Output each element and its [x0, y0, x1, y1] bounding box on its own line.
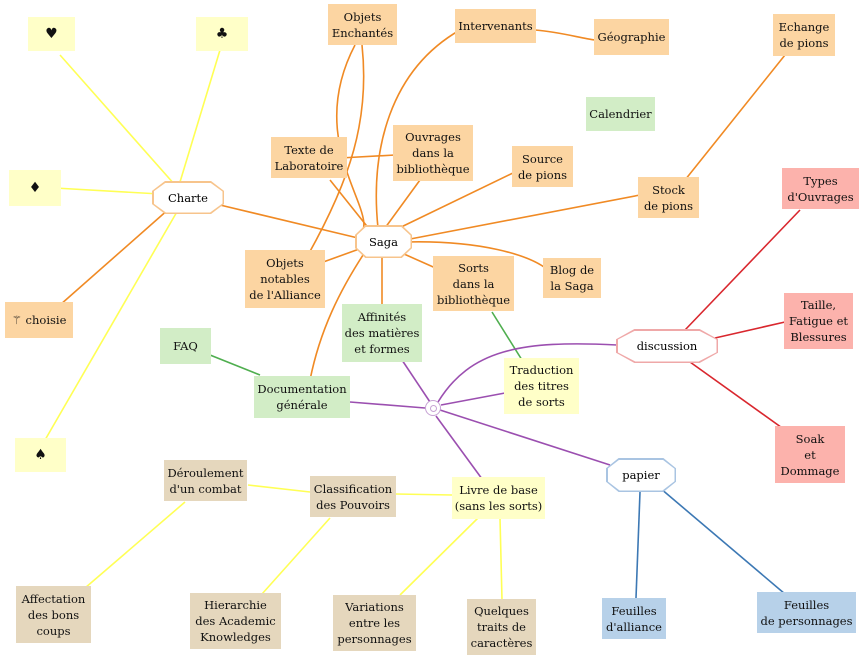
edge-saga-source — [394, 171, 516, 231]
edge-charte-spade — [44, 209, 179, 441]
blog-saga-node[interactable]: Blog de la Saga — [543, 258, 601, 298]
discussion-hub-label[interactable]: discussion — [617, 330, 717, 362]
edge-saga-blog — [404, 241, 549, 271]
edge-discussion-soak — [689, 361, 786, 431]
saga-hub-label[interactable]: Saga — [356, 226, 411, 257]
edge-papier-feuilles-alliance — [635, 491, 641, 599]
edge-center-papier — [439, 409, 611, 466]
edge-saga-intervenants — [375, 29, 461, 229]
edge-deroulement-affectation — [84, 501, 186, 589]
edge-stock-echange — [684, 54, 786, 181]
edge-discussion-types — [684, 209, 801, 331]
edge-saga-objets-enchantes-2 — [307, 44, 365, 256]
affinites-node[interactable]: Affinités des matières et formes — [342, 304, 422, 362]
soak-dommage-node[interactable]: Soak et Dommage — [775, 426, 845, 483]
edge-center-documentation — [349, 401, 426, 409]
feuilles-alliance-node[interactable]: Feuilles d'alliance — [602, 598, 666, 639]
edge-saga-ouvrages — [384, 179, 421, 229]
types-ouvrages-node[interactable]: Types d'Ouvrages — [782, 168, 859, 209]
deroulement-combat-node[interactable]: Déroulement d'un combat — [164, 460, 247, 501]
feuilles-personnages-node[interactable]: Feuilles de personnages — [757, 592, 856, 633]
stock-pions-node[interactable]: Stock de pions — [638, 177, 699, 218]
edge-classification-livre — [395, 493, 453, 496]
choisie-node[interactable]: ⚚ choisie — [5, 302, 73, 338]
edge-charte-choisie — [59, 207, 171, 306]
edge-center-affinites — [401, 359, 433, 406]
spade-suit-node[interactable]: ♠ — [15, 438, 66, 472]
source-pions-node[interactable]: Source de pions — [512, 146, 573, 187]
traduction-node[interactable]: Traduction des titres de sorts — [504, 358, 579, 414]
taille-fatigue-node[interactable]: Taille, Fatigue et Blessures — [784, 293, 853, 349]
livre-base-node[interactable]: Livre de base (sans les sorts) — [452, 477, 545, 519]
edge-livre-traits — [499, 517, 503, 601]
edge-deroulement-classification — [247, 484, 311, 493]
edge-charte-heart — [59, 54, 176, 186]
edge-sorts-traduction — [491, 311, 523, 361]
edge-saga-stock — [404, 194, 641, 241]
edge-discussion-taille — [714, 321, 786, 339]
edge-intervenants-geographie — [534, 29, 596, 41]
charte-hub-label[interactable]: Charte — [153, 182, 223, 213]
edge-charte-diamond — [54, 187, 161, 195]
sorts-biblio-node[interactable]: Sorts dans la bibliothèque — [433, 256, 514, 311]
edge-charte-club — [179, 49, 221, 183]
edge-saga-charte — [219, 204, 359, 239]
edge-saga-texte-labo — [329, 179, 371, 231]
diamond-suit-node[interactable]: ♦ — [9, 170, 61, 206]
objets-notables-node[interactable]: Objets notables de l'Alliance — [245, 250, 325, 308]
classification-pouvoirs-node[interactable]: Classification des Pouvoirs — [310, 476, 396, 517]
calendrier-node[interactable]: Calendrier — [586, 97, 655, 131]
objets-enchantes-node[interactable]: Objets Enchantés — [328, 4, 397, 45]
edge-center-discussion — [437, 343, 618, 403]
edge-classification-hierarchie — [261, 517, 331, 595]
ouvrages-biblio-node[interactable]: Ouvrages dans la bibliothèque — [393, 125, 473, 181]
geographie-node[interactable]: Géographie — [594, 19, 669, 55]
documentation-node[interactable]: Documentation générale — [254, 376, 350, 418]
edge-livre-variations — [399, 517, 479, 596]
texte-labo-node[interactable]: Texte de Laboratoire — [271, 137, 347, 178]
edge-faq-documentation — [209, 354, 261, 376]
affectation-bons-coups-node[interactable]: Affectation des bons coups — [16, 586, 91, 643]
club-suit-node[interactable]: ♣ — [196, 17, 248, 51]
variations-personnages-node[interactable]: Variations entre les personnages — [333, 595, 416, 651]
edge-center-traduction — [440, 392, 506, 406]
edge-saga-documentation — [309, 251, 366, 381]
edge-texte-ouvrages — [339, 154, 396, 159]
edge-papier-feuilles-perso — [659, 487, 786, 595]
papier-hub-label[interactable]: papier — [607, 459, 675, 491]
faq-node[interactable]: FAQ — [160, 328, 211, 364]
central-node[interactable] — [425, 400, 441, 416]
hierarchie-knowledges-node[interactable]: Hierarchie des Academic Knowledges — [190, 593, 281, 649]
edge-center-livre — [435, 415, 486, 484]
heart-suit-node[interactable]: ♥ — [28, 17, 75, 51]
intervenants-node[interactable]: Intervenants — [455, 9, 536, 43]
quelques-traits-node[interactable]: Quelques traits de caractères — [467, 599, 536, 655]
echange-pions-node[interactable]: Echange de pions — [773, 14, 835, 56]
